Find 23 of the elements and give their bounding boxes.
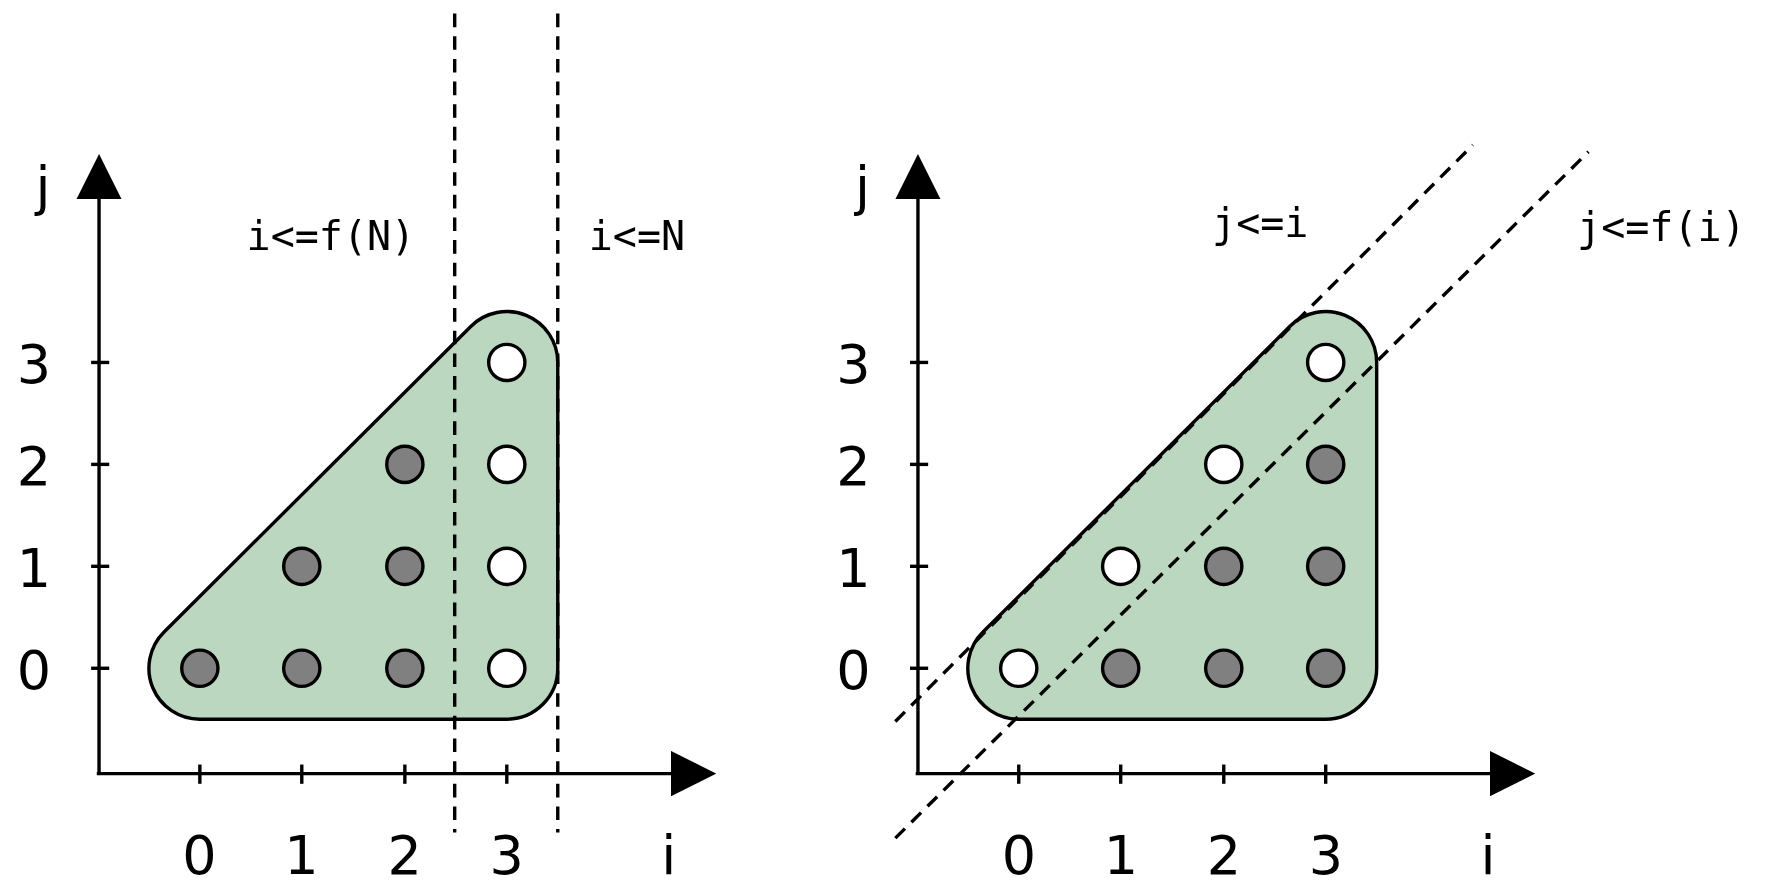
tick-label: 3 bbox=[16, 337, 52, 392]
tick-label: 3 bbox=[1308, 828, 1344, 883]
constraint-label: i<=f(N) bbox=[246, 215, 416, 256]
axis-label: j bbox=[854, 160, 870, 214]
tick-label: 2 bbox=[387, 828, 422, 883]
tick-label: 2 bbox=[16, 439, 52, 494]
tick-label: 1 bbox=[284, 828, 319, 883]
tick-label: 0 bbox=[836, 643, 871, 698]
tick-label: 3 bbox=[489, 828, 524, 883]
tick-label: 0 bbox=[182, 828, 217, 883]
axis-label: i bbox=[1480, 828, 1496, 883]
tick-label: 0 bbox=[1001, 828, 1036, 883]
tick-label: 1 bbox=[16, 541, 52, 596]
constraint-label: j<=i bbox=[1212, 203, 1309, 244]
tick-label: 2 bbox=[1206, 828, 1242, 883]
axis-label: j bbox=[35, 160, 51, 214]
tick-label: 2 bbox=[836, 439, 871, 494]
tick-label: 1 bbox=[1103, 828, 1138, 883]
tick-label: 3 bbox=[836, 337, 871, 392]
axis-label: i bbox=[661, 828, 677, 883]
tick-label: 1 bbox=[836, 541, 871, 596]
constraint-label: i<=N bbox=[588, 215, 686, 256]
tick-label: 0 bbox=[16, 643, 52, 698]
